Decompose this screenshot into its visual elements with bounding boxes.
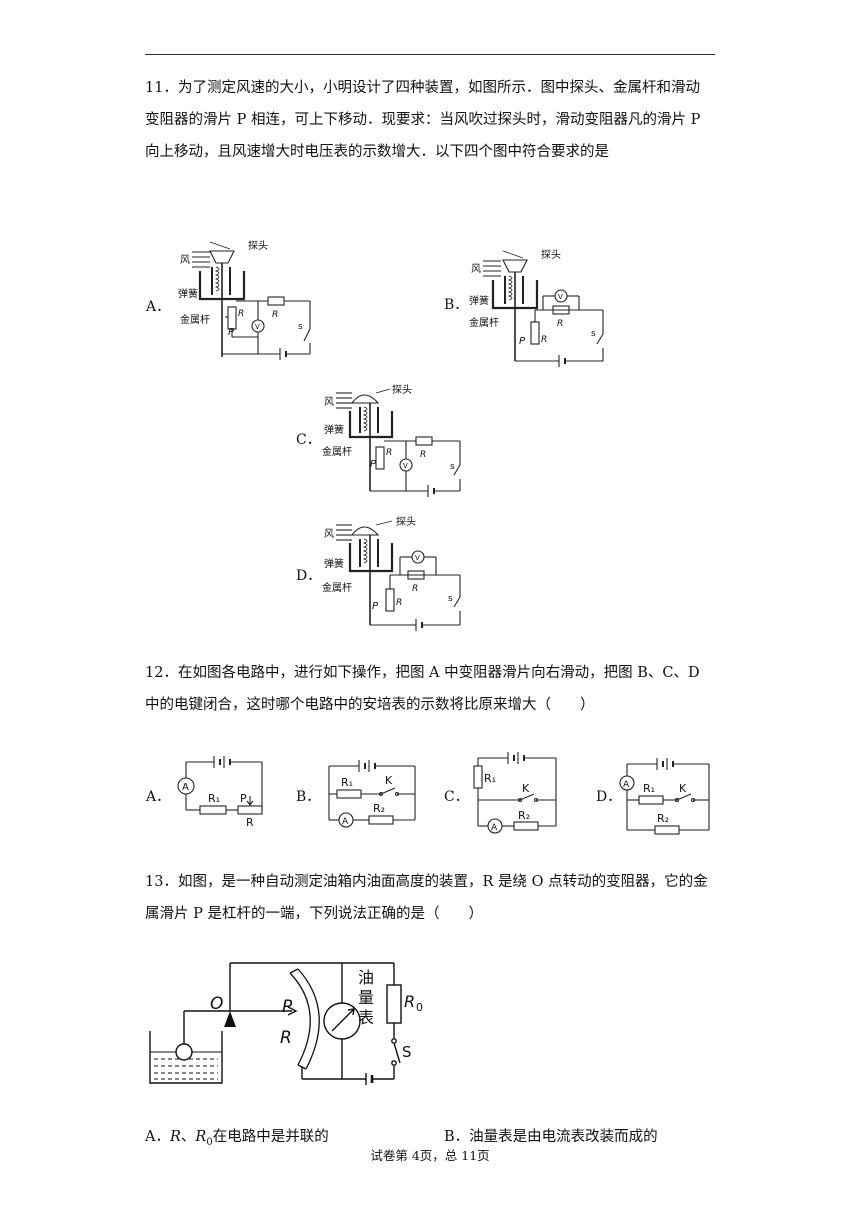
q11a-wind-label: 风: [180, 254, 190, 266]
q11-figure-b: 风 探头 弹簧 金属杆 P R R V s: [469, 248, 604, 367]
q11c-p-label: P: [370, 459, 377, 470]
q11d-spring-label: 弹簧: [324, 557, 344, 570]
question-12-text: 12．在如图各电路中，进行如下操作，把图 A 中变阻器滑片向右滑动，把图 B、C…: [145, 657, 720, 721]
q13-option-a-r: R: [169, 1129, 181, 1145]
q11b-r2-label: R: [541, 335, 547, 345]
question-12-line-2: 中的电键闭合，这时哪个电路中的安培表的示数将比原来增大（ ）: [145, 697, 595, 713]
q13-gauge-label-3: 表: [358, 1008, 374, 1027]
q12c-ammeter-label: A: [491, 823, 498, 833]
q11a-r2-label: R: [238, 309, 244, 319]
q12-option-c-label: C．: [444, 789, 469, 805]
q11c-probe-label: 探头: [392, 383, 412, 396]
q11-figure-a: 风 探头 弹簧 金属杆 P R R V s: [178, 239, 311, 360]
q11a-rod-label: 金属杆: [180, 313, 210, 326]
q11b-wind-label: 风: [471, 263, 481, 275]
q11-option-a-label: A．: [146, 299, 171, 315]
q11b-rod-label: 金属杆: [469, 316, 499, 329]
q11d-r2-label: R: [396, 598, 402, 608]
q13-r-label: R: [280, 1028, 292, 1048]
page-footer: 试卷第 4页，总 11页: [370, 1148, 490, 1163]
q12d-r2-label: R₂: [657, 812, 669, 825]
q11c-switch-label: s: [450, 462, 455, 472]
q12-figure-c: R₁ K R₂ A: [473, 752, 557, 834]
q11c-wind-label: 风: [324, 396, 334, 408]
q13-option-a-sep: 、: [180, 1129, 196, 1145]
q13-switch-label: S: [402, 1043, 412, 1061]
q11b-voltmeter-label: V: [558, 293, 563, 301]
q12b-r2-label: R₂: [373, 802, 385, 815]
q11a-r1-label: R: [272, 310, 278, 320]
q12a-ammeter-label: A: [182, 782, 189, 793]
q11d-wind-label: 风: [324, 528, 334, 540]
q11-figure-d: 风 探头 弹簧 金属杆 P R R V s: [322, 515, 461, 631]
q13-o-label: O: [210, 994, 223, 1014]
q11b-p-label: P: [519, 336, 526, 347]
question-13-line-2: 属滑片 P 是杠杆的一端，下列说法正确的是（ ）: [145, 906, 483, 922]
q11d-r1-label: R: [412, 584, 418, 594]
q12c-switch-label: K: [522, 782, 530, 795]
q11d-rod-label: 金属杆: [322, 581, 352, 594]
q12c-r1-label: R₁: [484, 772, 496, 785]
q13-option-a-prefix: A．: [145, 1129, 170, 1145]
q11d-voltmeter-label: V: [415, 554, 420, 562]
q11b-spring-label: 弹簧: [469, 294, 489, 307]
q11c-rod-label: 金属杆: [322, 445, 352, 458]
q12-option-d-label: D．: [596, 789, 622, 805]
question-13-line-1: 13．如图，是一种自动测定油箱内油面高度的装置，R 是绕 O 点转动的变阻器，它…: [145, 874, 708, 890]
q12-figure-b: R₁ K R₂ A: [328, 760, 416, 828]
q12b-switch-label: K: [385, 774, 393, 787]
q11-figure-c: 风 探头 弹簧 金属杆 P R R V s: [322, 383, 461, 497]
q11a-voltmeter-label: V: [255, 323, 260, 331]
q13-option-a-r0-sub: 0: [206, 1136, 213, 1148]
question-11-line-3: 向上移动，且风速增大时电压表的示数增大．以下四个图中符合要求的是: [145, 144, 609, 160]
q11d-probe-label: 探头: [396, 515, 416, 528]
q12a-r1-label: R₁: [208, 792, 220, 805]
q11c-r1-label: R: [386, 448, 392, 458]
question-12-line-1: 12．在如图各电路中，进行如下操作，把图 A 中变阻器滑片向右滑动，把图 B、C…: [145, 665, 700, 681]
question-11-line-1: 11．为了测定风速的大小，小明设计了四种装置，如图所示．图中探头、金属杆和滑动: [145, 80, 700, 96]
question-11-text: 11．为了测定风速的大小，小明设计了四种装置，如图所示．图中探头、金属杆和滑动 …: [145, 72, 720, 168]
q12d-r1-label: R₁: [643, 782, 655, 795]
q11a-switch-label: s: [298, 322, 303, 332]
q12-figure-a: A R₁ P R: [177, 756, 263, 829]
q11-option-c-label: C．: [296, 432, 321, 448]
q13-r0-label: R: [404, 992, 415, 1011]
q13-option-b: B．油量表是由电流表改装而成的: [444, 1129, 658, 1145]
q11b-switch-label: s: [591, 329, 596, 339]
q11c-voltmeter-label: V: [403, 462, 408, 470]
q13-figure: O P R 油 量 表 R 0 S: [149, 962, 423, 1085]
q12d-ammeter-label: A: [623, 780, 630, 790]
header-rule: [145, 54, 715, 55]
q11c-spring-label: 弹簧: [324, 423, 344, 436]
q13-option-a-text: 在电路中是并联的: [212, 1129, 329, 1145]
q12a-r-label: R: [246, 816, 254, 829]
q11c-r1b-label: R: [420, 450, 426, 460]
question-13-text: 13．如图，是一种自动测定油箱内油面高度的装置，R 是绕 O 点转动的变阻器，它…: [145, 866, 720, 930]
q13-p-label: P: [282, 997, 293, 1017]
q12c-r2-label: R₂: [518, 809, 530, 822]
q11a-probe-label: 探头: [248, 239, 268, 252]
q12a-p-label: P: [240, 792, 247, 805]
q13-option-a-r0: R: [195, 1129, 207, 1145]
q11a-spring-label: 弹簧: [178, 287, 198, 300]
q13-gauge-label-1: 油: [358, 968, 374, 987]
q12-option-a-label: A．: [146, 789, 171, 805]
q12-option-b-label: B．: [296, 789, 321, 805]
q12d-switch-label: K: [679, 782, 687, 795]
q11b-probe-label: 探头: [541, 248, 561, 261]
q12-figure-d: A R₁ K R₂: [619, 758, 710, 835]
q13-r0-subscript: 0: [416, 1001, 423, 1014]
q12b-r1-label: R₁: [341, 776, 353, 789]
q11d-p-label: P: [372, 601, 379, 612]
q12b-ammeter-label: A: [342, 817, 349, 827]
question-11-line-2: 变阻器的滑片 P 相连，可上下移动．现要求：当风吹过探头时，滑动变阻器凡的滑片 …: [145, 112, 701, 128]
q11d-switch-label: s: [448, 594, 453, 604]
q11-option-b-label: B．: [444, 297, 469, 313]
q11b-r1-label: R: [557, 319, 563, 329]
q11-option-d-label: D．: [296, 568, 322, 584]
q13-gauge-label-2: 量: [358, 988, 374, 1007]
q13-option-a: A．R、R0在电路中是并联的: [145, 1125, 329, 1148]
q11a-p-label: P: [228, 327, 235, 338]
